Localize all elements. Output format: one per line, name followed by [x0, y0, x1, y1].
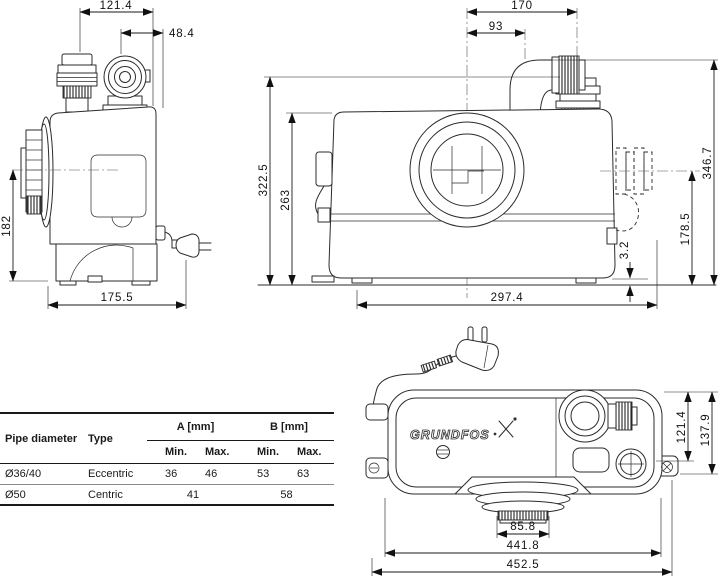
- dim-front-depth: 297.4: [491, 292, 524, 304]
- vent-connector: [56, 53, 98, 113]
- dim-front-side-outlet-height: 178.5: [680, 213, 692, 246]
- dim-side-outlet-offset: 48.4: [169, 28, 195, 40]
- cell-type: Eccentric: [83, 463, 147, 485]
- vent-port-top: [615, 448, 647, 480]
- dim-side-base-width: 175.5: [101, 292, 134, 304]
- cell-a-max: 46: [187, 463, 239, 485]
- dim-side-top-width: 121.4: [100, 0, 133, 12]
- power-plug-top-icon: [372, 326, 499, 415]
- dim-top-length-outer: 452.5: [507, 559, 540, 571]
- side-view-dimensions: 121.4 48.4 182 175.5: [1, 0, 195, 309]
- col-header-pipe-diameter: Pipe diameter: [0, 413, 83, 464]
- dim-top-width-inner: 121.4: [676, 411, 688, 444]
- cell-pipe: Ø36/40: [0, 463, 83, 485]
- sub-header-b-min: Min.: [239, 440, 279, 464]
- cell-type: Centric: [88, 488, 123, 501]
- side-outlet-dashed: [615, 147, 653, 232]
- latch-lever: [315, 151, 333, 223]
- grundfos-logomark-icon: [493, 417, 517, 438]
- discharge-elbow-top: [558, 389, 638, 443]
- power-plug-icon: [155, 225, 212, 258]
- front-view: 170 93 322.5 263 346.7 178.5 3.2 297.4: [257, 0, 718, 309]
- tank-body-side: [49, 106, 157, 245]
- sub-header-b-max: Max.: [279, 440, 334, 464]
- group-header-b: B [mm]: [239, 413, 334, 441]
- cell-b: 58: [280, 488, 293, 501]
- dim-front-outlet-top-height: 346.7: [702, 147, 714, 180]
- top-view: GRUNDFOS: [365, 326, 718, 576]
- dim-top-width-outer: 137.9: [700, 414, 712, 447]
- base-housing-side: [55, 243, 158, 286]
- front-view-dimensions: 170 93 322.5 263 346.7 178.5 3.2 297.4: [258, 0, 718, 309]
- dim-front-total-height: 322.5: [258, 164, 270, 197]
- cell-b-min: 53: [239, 463, 279, 485]
- dim-top-inlet-width: 85.8: [510, 521, 536, 533]
- sub-header-a-min: Min.: [147, 440, 187, 464]
- dim-front-connection-spacing: 170: [511, 0, 533, 12]
- dim-top-length-inner: 441.8: [507, 540, 540, 552]
- col-header-type: Type: [83, 413, 147, 464]
- pipe-dimension-table: Pipe diameter Type A [mm] B [mm] Min. Ma…: [0, 412, 334, 506]
- grundfos-logo: GRUNDFOS: [410, 417, 517, 459]
- wc-inlet-port: [409, 112, 525, 228]
- discharge-connector-end: [102, 55, 151, 115]
- wc-inlet-accordion-top: [454, 476, 592, 524]
- dim-front-base-clearance: 3.2: [619, 241, 631, 259]
- table-row: Ø36/40 Eccentric 36 46 53 63: [0, 463, 334, 485]
- dim-front-tank-height: 263: [280, 189, 292, 211]
- screw-icon: [436, 445, 450, 459]
- table-row: Ø50 Centric 41 58: [0, 485, 334, 506]
- cell-pipe: Ø50: [5, 488, 26, 501]
- carbon-filter-housing: [572, 447, 610, 473]
- dim-side-inlet-height: 182: [1, 215, 13, 237]
- cell-a: 41: [186, 488, 200, 501]
- cell-a-min: 36: [147, 463, 187, 485]
- dim-front-outlet-offset: 93: [489, 21, 503, 33]
- sub-header-a-max: Max.: [187, 440, 239, 464]
- side-inlet-coupling: [20, 116, 54, 228]
- group-header-a: A [mm]: [147, 413, 239, 441]
- grundfos-wordmark: GRUNDFOS: [410, 428, 490, 442]
- cell-b-max: 63: [279, 463, 334, 485]
- top-view-dimensions: 121.4 137.9 85.8 441.8 452.5: [371, 391, 718, 576]
- side-view: 121.4 48.4 182 175.5: [1, 0, 212, 309]
